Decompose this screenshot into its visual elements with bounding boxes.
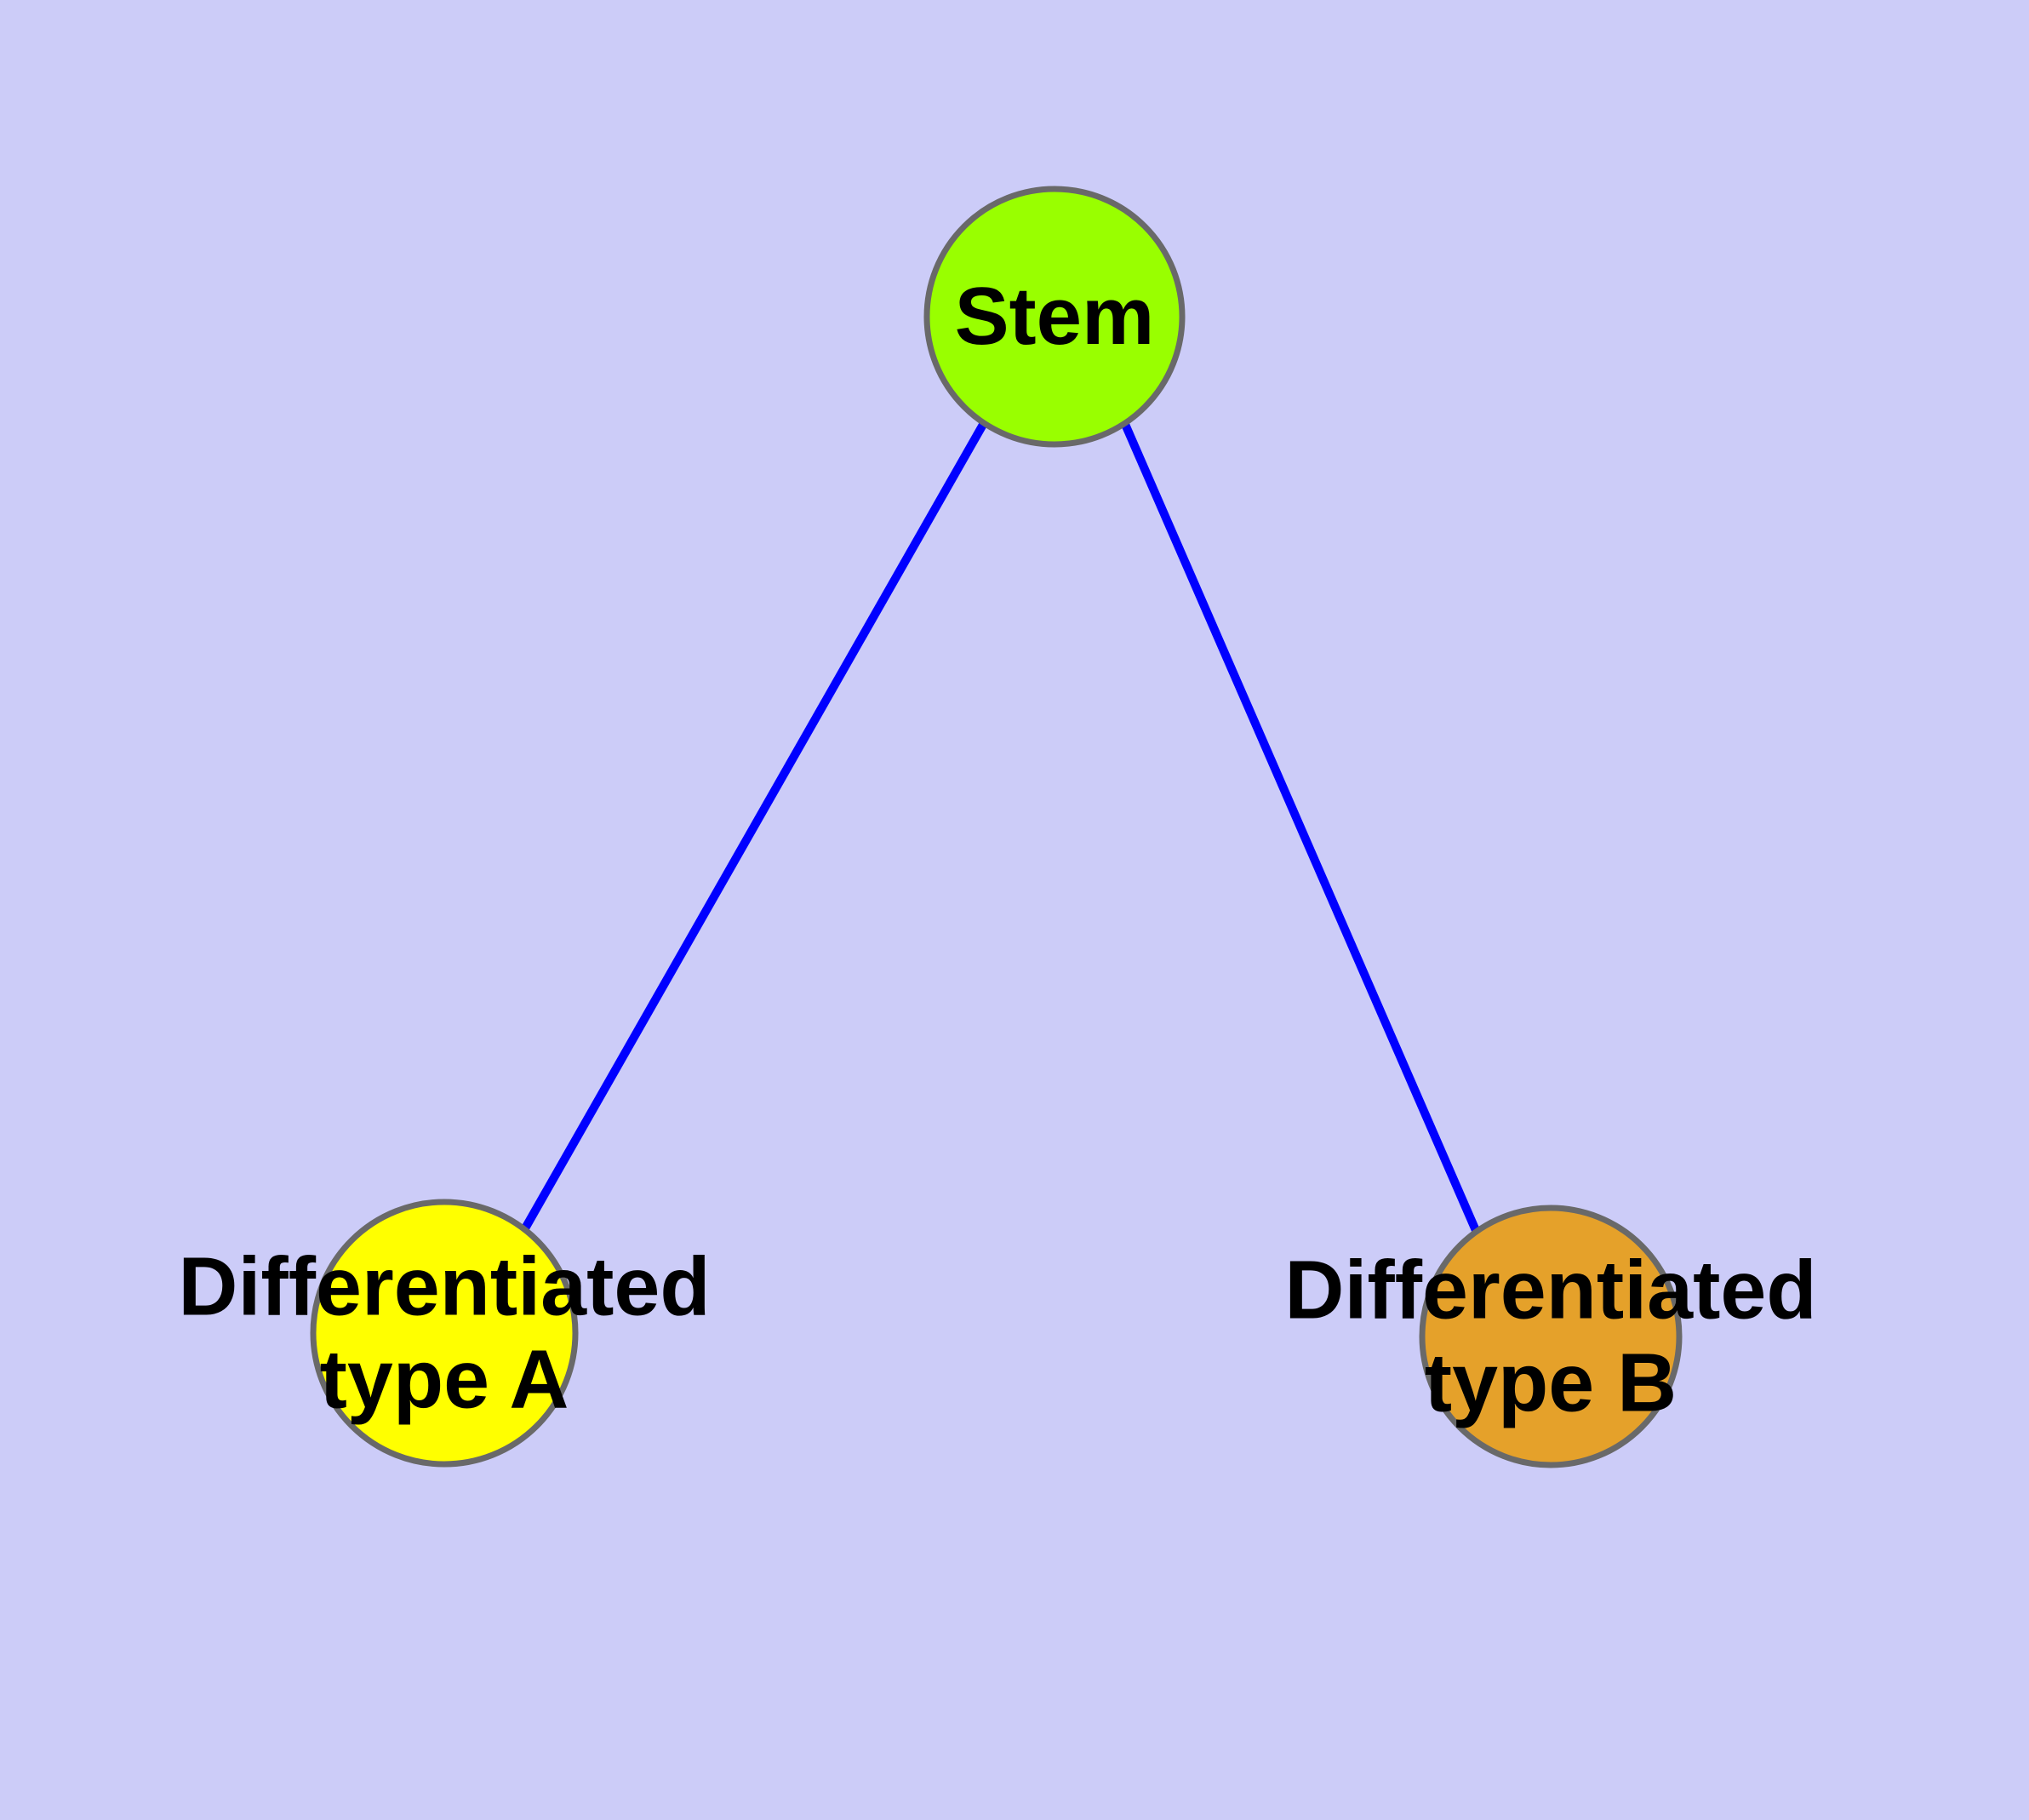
graph-edge-stem-diff-b[interactable] — [1120, 421, 1482, 1236]
graph-edge-stem-diff-a[interactable] — [521, 421, 988, 1231]
edges-layer — [521, 421, 1482, 1236]
graph-node-stem[interactable] — [923, 186, 1186, 448]
graph-node-diff-a[interactable] — [310, 1199, 579, 1468]
nodes-layer — [310, 186, 1683, 1468]
graph-node-diff-b[interactable] — [1419, 1205, 1683, 1468]
